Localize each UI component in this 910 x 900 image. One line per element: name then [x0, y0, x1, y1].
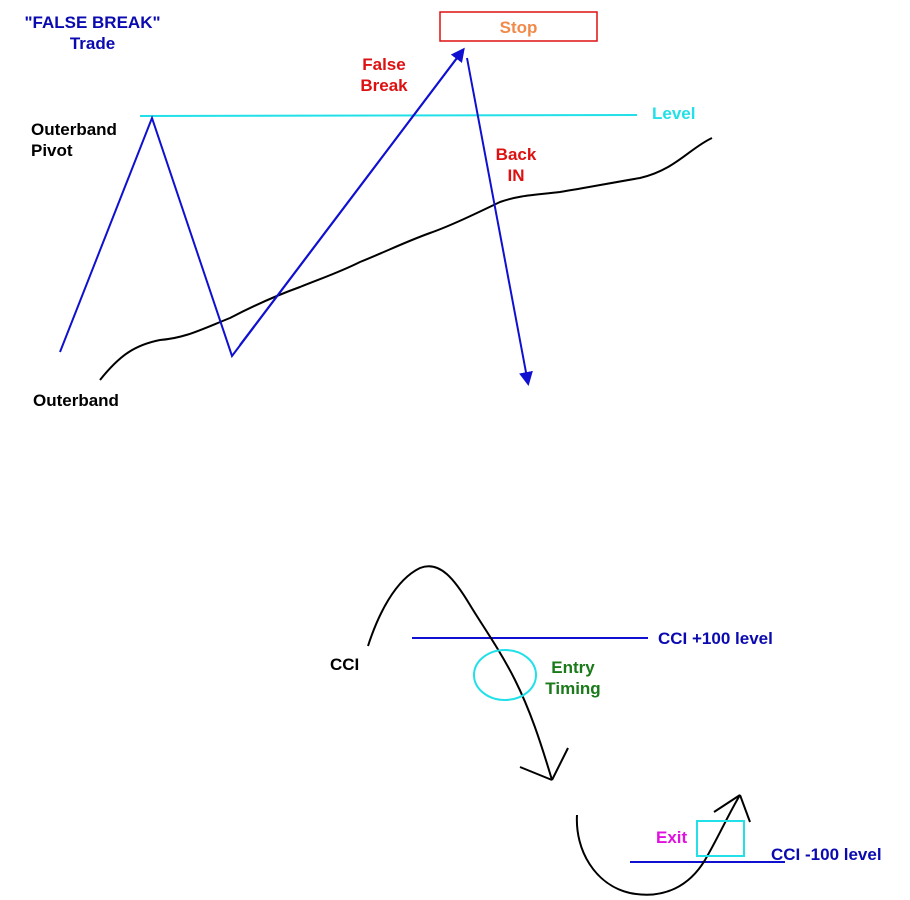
stop-box [439, 11, 598, 42]
cci-plus-100-label: CCI +100 level [658, 629, 773, 648]
false-break-line1: False [362, 55, 406, 74]
back-in-arrow [466, 57, 533, 386]
cci-arrowhead-left [519, 766, 553, 781]
level-line [139, 114, 638, 117]
entry-timing-line2: Timing [545, 679, 601, 698]
back-in-label: Back IN [488, 144, 544, 186]
back-in-line2: IN [507, 166, 525, 185]
level-label: Level [652, 104, 696, 123]
stop-label: Stop [499, 18, 538, 37]
cci-minus-100-label: CCI -100 level [771, 845, 882, 864]
cci-label: CCI [330, 655, 360, 674]
cci-arrowhead-right [551, 747, 569, 781]
title: "FALSE BREAK" Trade [10, 12, 175, 54]
outerband-curve [99, 137, 713, 381]
cci-curve-down [367, 565, 553, 781]
outerband-label: Outerband [33, 391, 119, 410]
exit-arrowhead-left [713, 794, 741, 813]
outerband-pivot-line2: Pivot [31, 141, 73, 160]
title-line1: "FALSE BREAK" [24, 13, 161, 32]
false-break-label: False Break [350, 54, 418, 96]
exit-arrowhead-right [739, 794, 751, 823]
back-in-line1: Back [495, 145, 537, 164]
entry-timing-circle [473, 649, 537, 701]
exit-box [696, 820, 745, 857]
cci-curve-up [575, 794, 741, 896]
entry-timing-label: Entry Timing [535, 657, 611, 699]
entry-timing-line1: Entry [551, 658, 595, 677]
false-break-arrow [239, 47, 465, 346]
exit-label: Exit [656, 828, 688, 847]
title-line2: Trade [69, 34, 116, 53]
outerband-pivot-label: Outerband Pivot [31, 119, 117, 161]
outerband-pivot-line1: Outerband [31, 120, 117, 139]
false-break-line2: Break [360, 76, 408, 95]
